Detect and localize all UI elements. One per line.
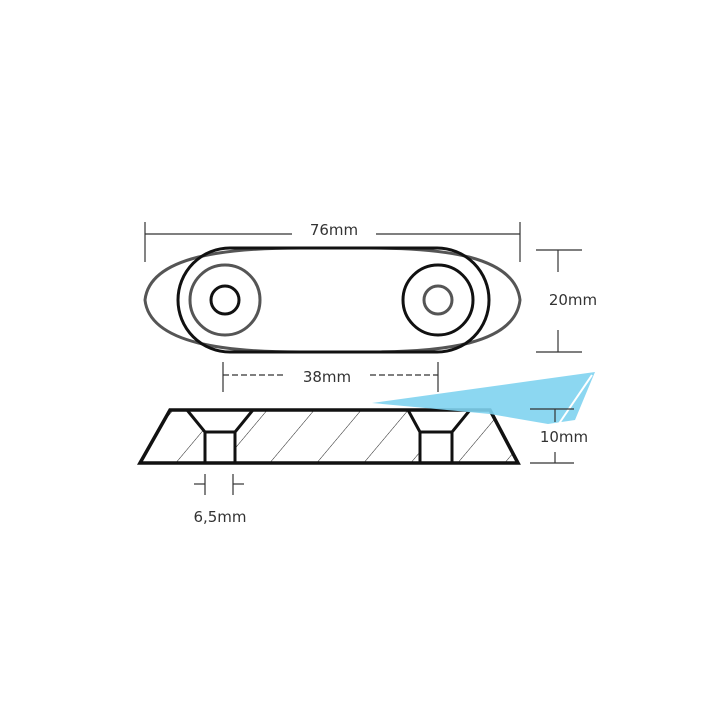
length-label: 76mm (310, 221, 358, 239)
hole-spacing-label: 38mm (303, 368, 351, 386)
dimension-lines (144, 222, 582, 495)
blue-accent-shape (372, 372, 595, 429)
height-label: 10mm (540, 428, 588, 446)
hole-diameter-label: 6,5mm (193, 508, 246, 526)
top-view (143, 246, 522, 354)
right-hole (422, 284, 454, 316)
outer-lens-outline (143, 246, 522, 354)
left-hole (209, 284, 241, 316)
stadium-outline (176, 246, 491, 354)
body-section-outline (136, 408, 521, 465)
right-counterbore (401, 263, 475, 337)
width-label: 20mm (549, 291, 597, 309)
left-counterbore (188, 263, 262, 337)
side-view (136, 408, 521, 465)
